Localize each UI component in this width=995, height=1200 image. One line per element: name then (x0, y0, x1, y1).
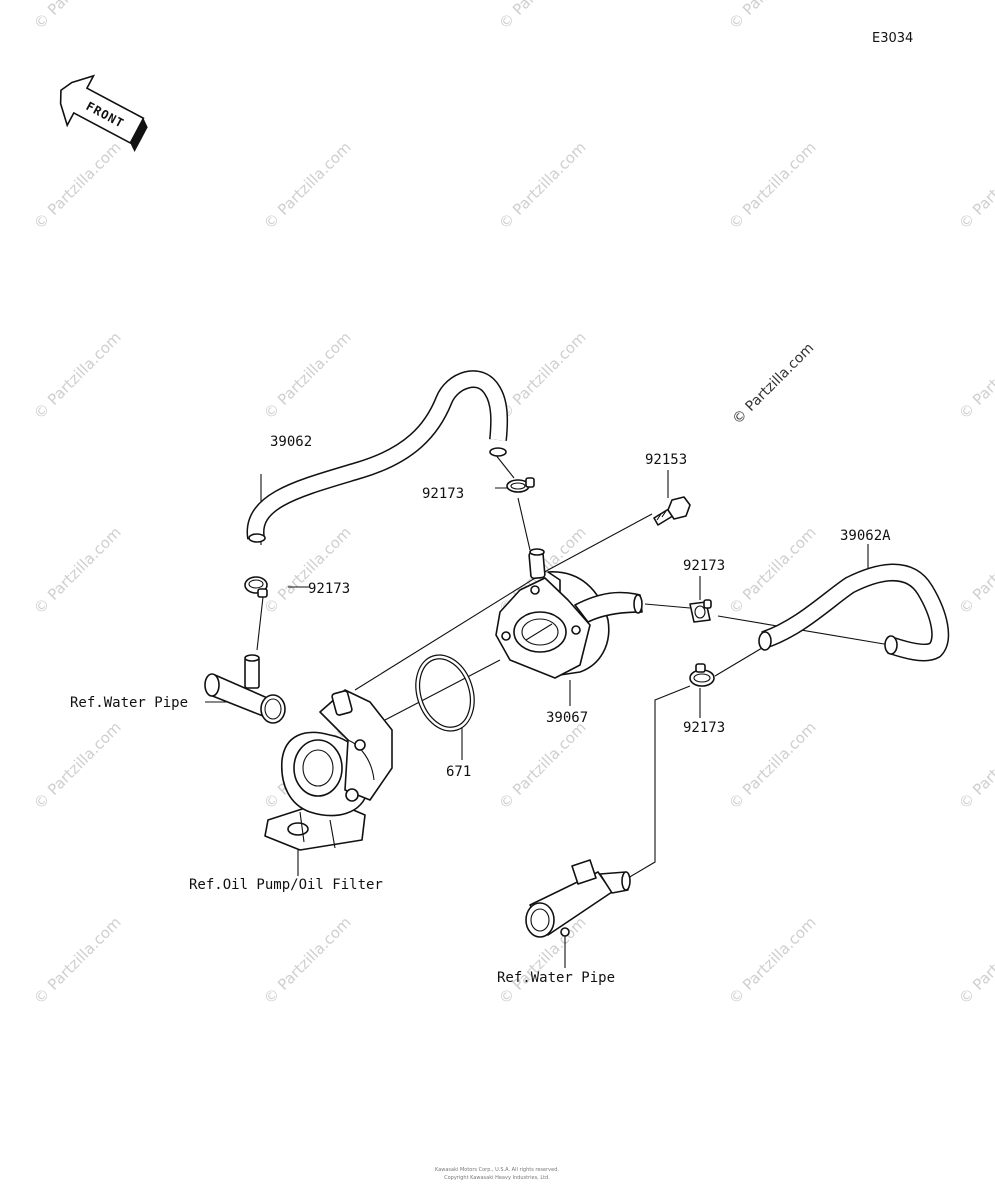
footer-line-1: Kawasaki Motors Corp., U.S.A. All rights… (435, 1167, 559, 1173)
watermark: © Partzilla.com (260, 523, 355, 618)
watermark: © Partzilla.com (725, 523, 820, 618)
watermark: © Partzilla.com (725, 0, 820, 33)
watermark: © Partzilla.com (30, 0, 125, 33)
watermark: © Partzilla.com (955, 523, 995, 618)
watermark: © Partzilla.com (495, 0, 590, 33)
clamp-left (244, 576, 268, 598)
bolt-92153 (653, 496, 691, 526)
label-92173-left: 92173 (308, 581, 350, 597)
watermark-layer: © Partzilla.com © Partzilla.com © Partzi… (30, 0, 995, 1008)
watermark: © Partzilla.com (30, 523, 125, 618)
watermark: © Partzilla.com (260, 138, 355, 233)
footer-line-2: Copyright Kawasaki Heavy Industries, Ltd… (444, 1175, 550, 1181)
label-39067: 39067 (546, 710, 588, 726)
watermark: © Partzilla.com (725, 913, 820, 1008)
watermark: © Partzilla.com (30, 328, 125, 423)
label-671: 671 (446, 764, 471, 780)
hose-39062a (758, 563, 950, 662)
watermark: © Partzilla.com (955, 718, 995, 813)
watermark: © Partzilla.com (495, 328, 590, 423)
label-92173-right-bottom: 92173 (683, 720, 725, 736)
clamp-top (506, 477, 535, 493)
label-92173-right-top: 92173 (683, 558, 725, 574)
front-arrow-icon: FRONT (59, 74, 148, 153)
label-92173-top: 92173 (422, 486, 464, 502)
watermark: © Partzilla.com (955, 913, 995, 1008)
watermark: © Partzilla.com (725, 718, 820, 813)
callouts: 39062 92173 92173 92153 92173 39062A 921… (70, 434, 891, 986)
watermark-dark: © Partzilla.com (730, 340, 818, 428)
watermark: © Partzilla.com (30, 913, 125, 1008)
clamp-right-bottom (689, 663, 715, 687)
water-pipe-left (204, 654, 286, 724)
water-pipe-bottom (525, 859, 631, 938)
label-ref-oil-pump: Ref.Oil Pump/Oil Filter (189, 877, 383, 893)
clamp-right-top (689, 599, 712, 623)
watermark: © Partzilla.com (260, 913, 355, 1008)
watermark: © Partzilla.com (30, 718, 125, 813)
label-ref-water-pipe-bottom: Ref.Water Pipe (497, 970, 615, 986)
watermark: © Partzilla.com (30, 138, 125, 233)
oring-671 (415, 654, 475, 732)
watermark: © Partzilla.com (955, 138, 995, 233)
hose-39062 (246, 370, 509, 543)
label-ref-water-pipe-left: Ref.Water Pipe (70, 695, 188, 711)
watermark: © Partzilla.com (955, 328, 995, 423)
watermark: © Partzilla.com (495, 718, 590, 813)
oil-cooler-39067 (495, 548, 643, 679)
oil-pump-housing (264, 689, 393, 851)
diagram-code: E3034 (872, 31, 913, 46)
watermark: © Partzilla.com (725, 138, 820, 233)
label-39062a: 39062A (840, 528, 891, 544)
watermark: © Partzilla.com (260, 328, 355, 423)
label-92153: 92153 (645, 452, 687, 468)
label-39062: 39062 (270, 434, 312, 450)
watermark: © Partzilla.com (495, 138, 590, 233)
